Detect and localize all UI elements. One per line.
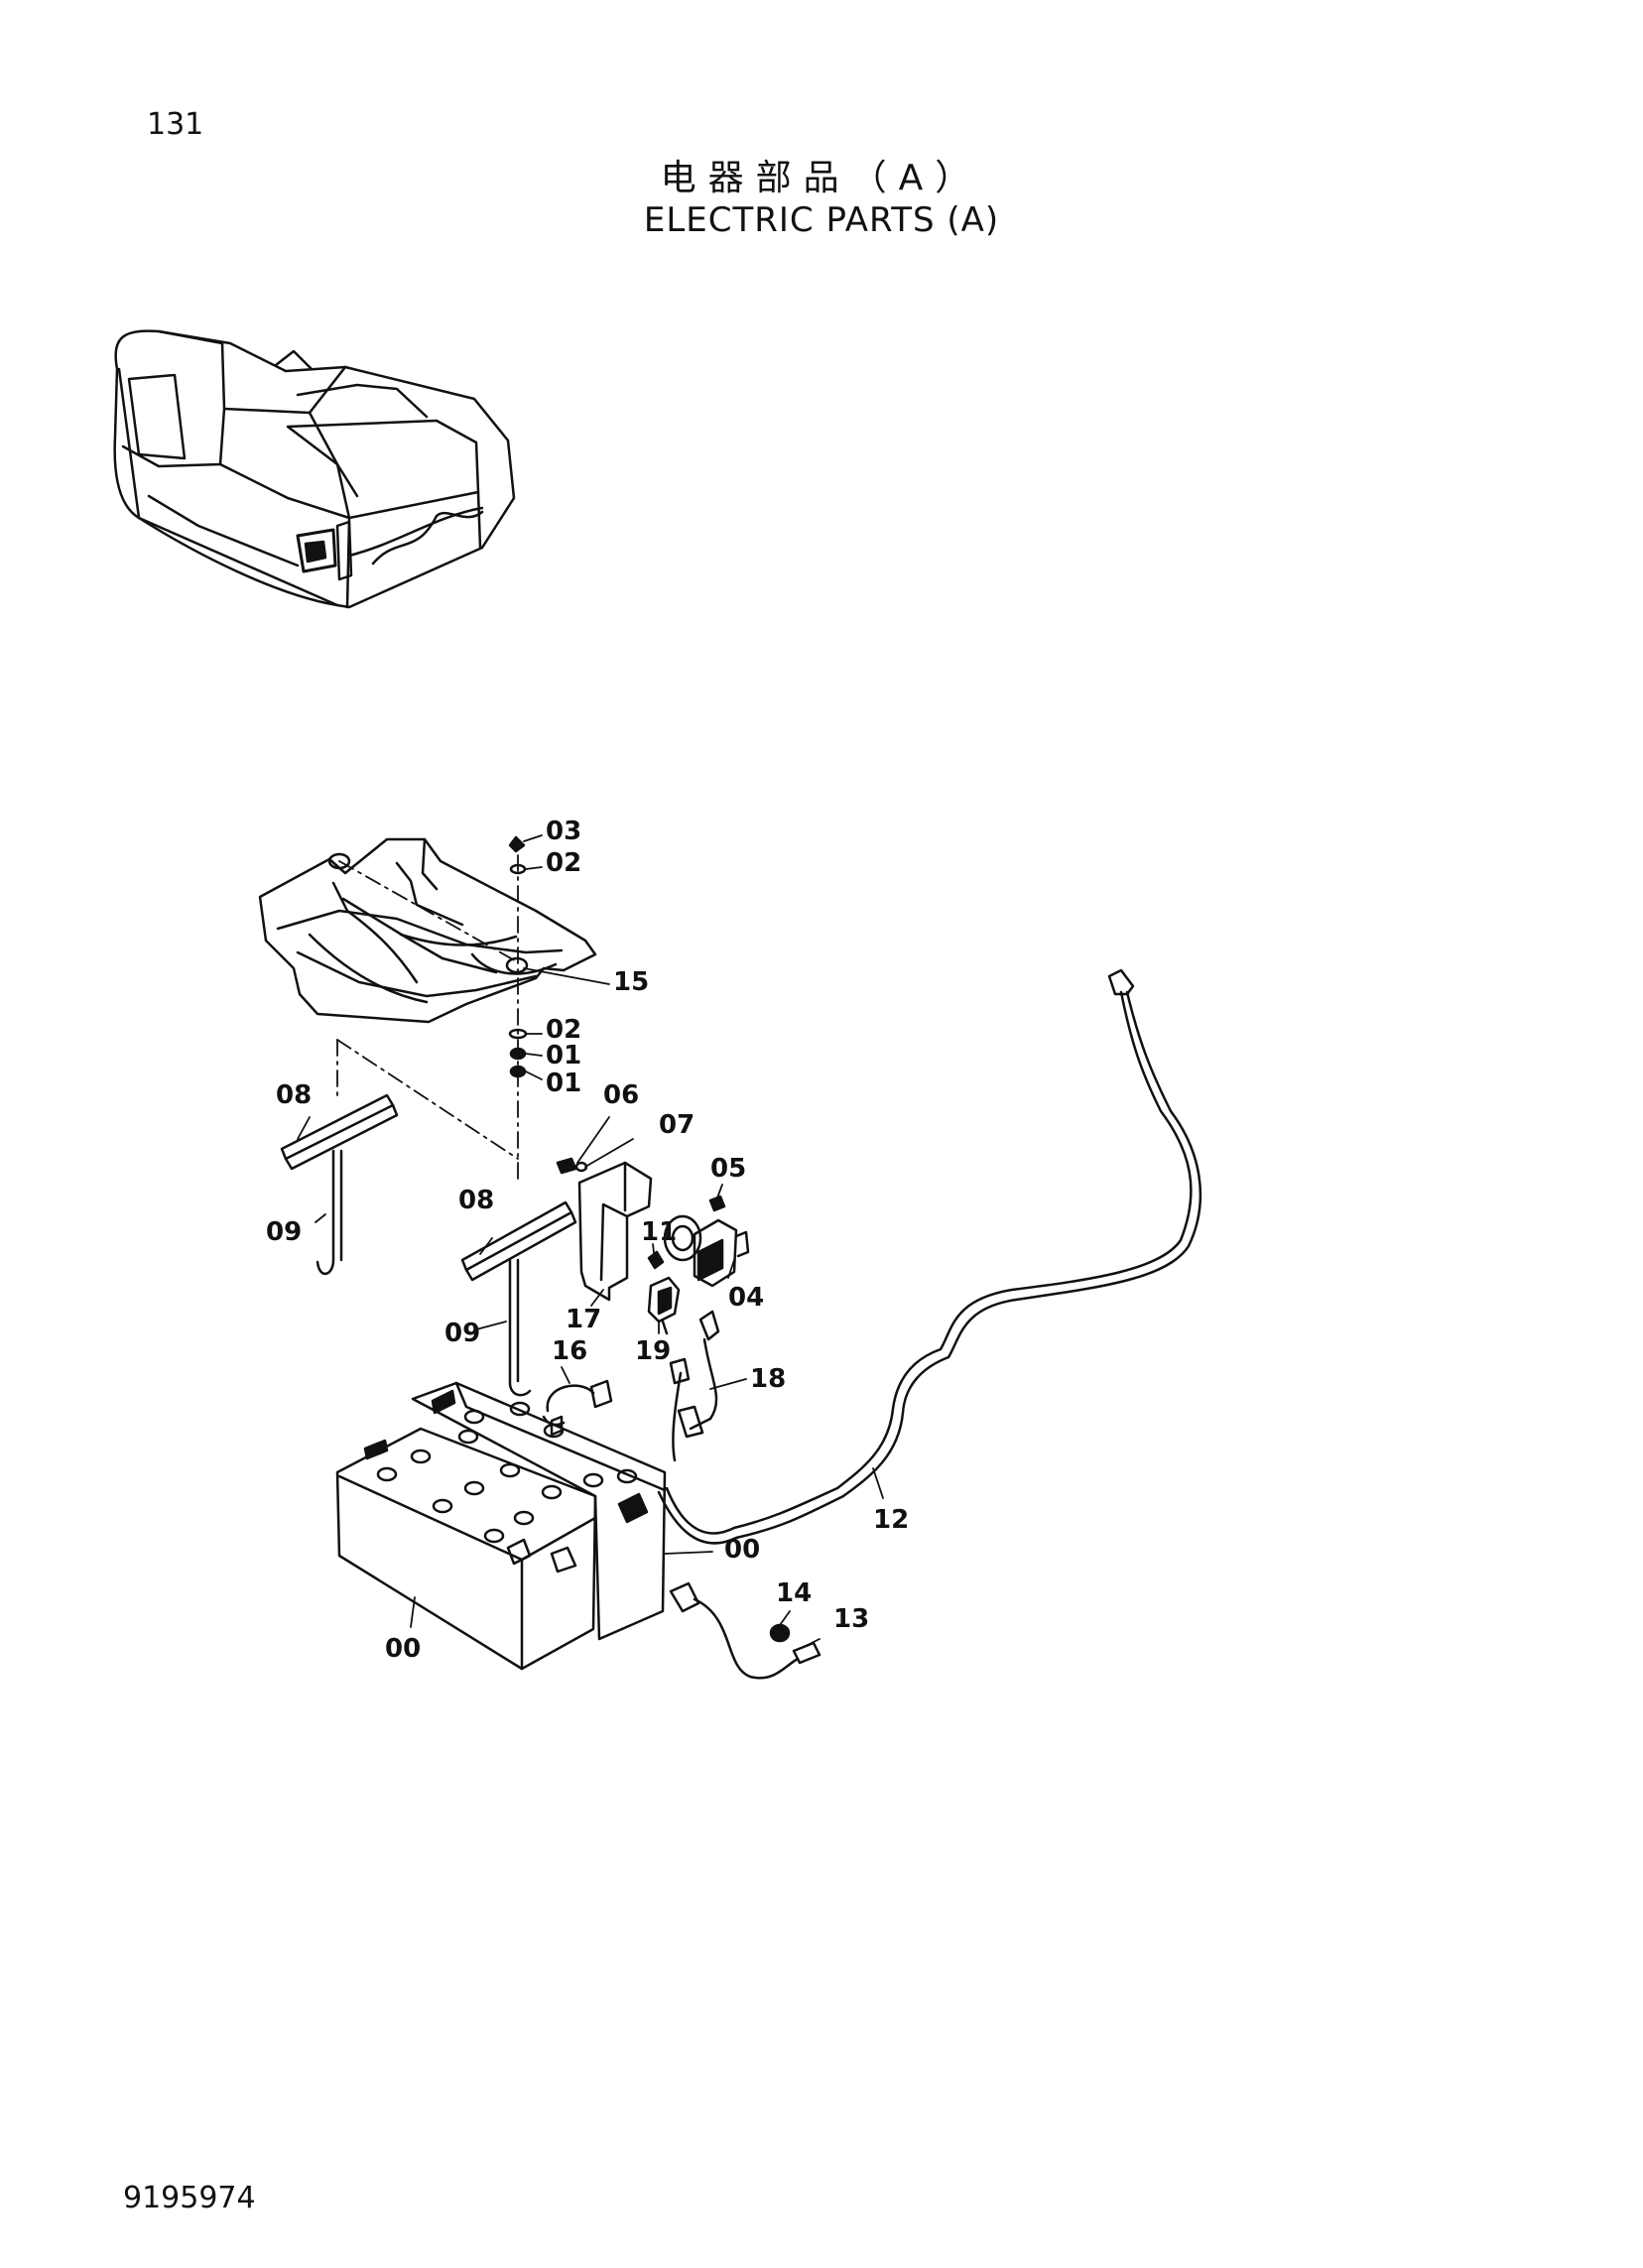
connector-nineteen: [647, 1276, 681, 1335]
page-title-english: ELECTRIC PARTS (A): [643, 200, 1000, 240]
callout-labels: 03 02 15 02 01 01 06 07 05 08 08 09 09 1…: [266, 817, 909, 1664]
page-number: 131: [147, 107, 204, 142]
hold-down-bar-left: [280, 1093, 399, 1171]
callout-06: 06: [603, 1080, 639, 1110]
battery-left: [335, 1427, 597, 1671]
callout-12: 12: [873, 1505, 909, 1535]
callout-01-upper: 01: [546, 1041, 581, 1071]
callout-11: 11: [641, 1217, 677, 1247]
excavator-overview-illustration: [113, 329, 516, 609]
connector-sixteen: [542, 1379, 613, 1437]
callout-02-lower: 02: [546, 1015, 581, 1045]
callout-13: 13: [833, 1604, 869, 1634]
callout-16: 16: [552, 1336, 587, 1366]
bolt-eleven: [647, 1250, 665, 1270]
j-rod-left: [316, 1149, 343, 1275]
battery-cover: [258, 837, 597, 1024]
callout-leaders: [297, 834, 884, 1648]
callout-05: 05: [710, 1154, 746, 1184]
battery-cable: [657, 968, 1202, 1545]
page-title-chinese: 电器部品（A）: [660, 158, 983, 198]
callout-08-left: 08: [276, 1080, 312, 1110]
alignment-lines: [336, 854, 519, 1182]
callout-04: 04: [728, 1283, 764, 1313]
battery-relay: [663, 1195, 750, 1288]
callout-07: 07: [659, 1110, 695, 1140]
callout-15: 15: [613, 967, 649, 997]
relay-bracket: [556, 1157, 653, 1302]
callout-09-left: 09: [266, 1217, 302, 1247]
callout-14: 14: [776, 1578, 812, 1608]
j-rod-right: [508, 1258, 532, 1397]
battery-right: [411, 1381, 667, 1641]
callout-03: 03: [546, 817, 581, 846]
harness-eighteen: [669, 1310, 720, 1462]
callout-00-left: 00: [385, 1634, 421, 1664]
callout-17: 17: [566, 1305, 601, 1334]
callout-02-top: 02: [546, 848, 581, 878]
callout-09-right: 09: [444, 1319, 480, 1348]
document-number: 9195974: [123, 2181, 256, 2215]
callout-01-lower: 01: [546, 1069, 581, 1098]
callout-18: 18: [750, 1364, 786, 1394]
callout-19: 19: [635, 1336, 671, 1366]
callout-08-right: 08: [458, 1186, 494, 1215]
hold-down-bar-right: [460, 1200, 577, 1282]
callout-00-right: 00: [724, 1535, 760, 1565]
